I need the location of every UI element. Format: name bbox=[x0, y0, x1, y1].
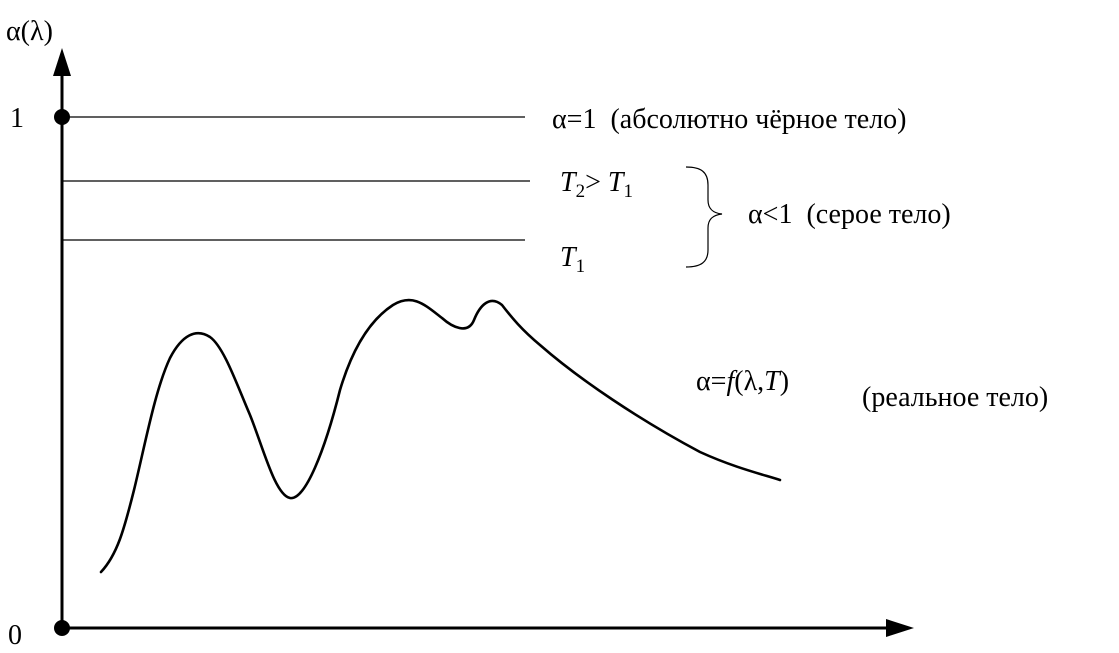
y-axis-label: α(λ) bbox=[6, 16, 53, 47]
gray-body-brace-icon bbox=[685, 166, 723, 268]
t2-label: T2> T1 bbox=[560, 167, 633, 202]
y-axis-arrow-icon bbox=[53, 48, 71, 76]
real-body-curve bbox=[99, 298, 782, 574]
real-body-label: (реальное тело) bbox=[862, 382, 1048, 413]
t1-label: T1 bbox=[560, 242, 585, 277]
y-tick-label-one: 1 bbox=[10, 103, 24, 134]
origin-dot bbox=[54, 620, 70, 636]
origin-label: 0 bbox=[8, 620, 22, 651]
x-axis-arrow-icon bbox=[886, 619, 914, 637]
tick-dot-one bbox=[54, 109, 70, 125]
gray-body-label: α<1 (серое тело) bbox=[748, 199, 951, 230]
real-body-formula: α=f(λ,T) bbox=[696, 366, 789, 397]
black-body-label: α=1 (абсолютно чёрное тело) bbox=[552, 104, 906, 135]
